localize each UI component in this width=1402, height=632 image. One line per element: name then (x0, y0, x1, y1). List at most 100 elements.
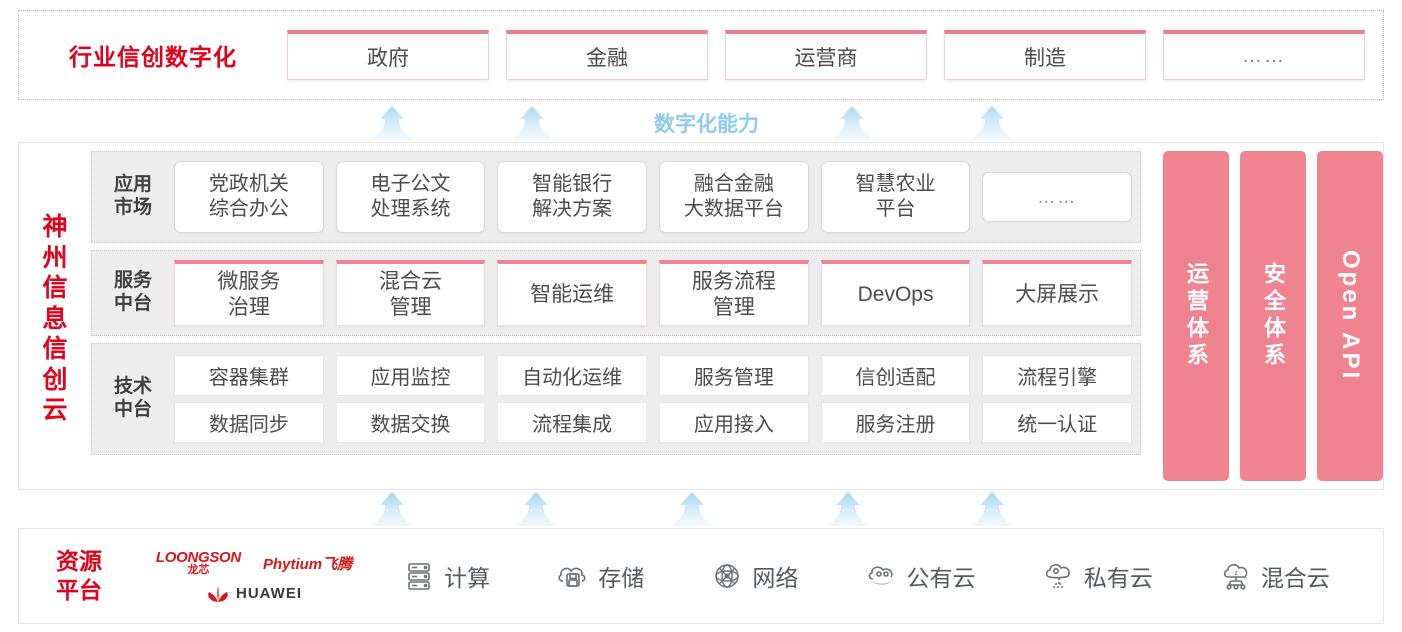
loongson-logo-cn: 龙芯 (187, 564, 210, 576)
layer-label-line: 中台 (113, 293, 152, 314)
pillar-operations-system[interactable]: 运营体系 (1163, 151, 1229, 481)
vendor-logo-row-2: HUAWEI (206, 585, 302, 602)
cell-line: 服务流程 (691, 269, 776, 293)
layer-label-technology-platform: 技术 中台 (92, 376, 174, 422)
cloud-title-char: 信 (42, 335, 68, 364)
cloud-title-char: 神 (42, 213, 68, 242)
tech-cell-automated-ops[interactable]: 自动化运维 (497, 355, 648, 396)
cloud-storage-icon (556, 559, 590, 593)
industry-card-telecom[interactable]: 运营商 (725, 30, 927, 80)
layer-application-market: 应用 市场 党政机关综合办公 电子公文处理系统 智能银行解决方案 (91, 151, 1141, 243)
cell-line: 管理 (389, 295, 432, 319)
resource-item-private-cloud[interactable]: 私有云 (1042, 559, 1153, 593)
cell-line: DevOps (857, 282, 934, 306)
up-arrow-icon (970, 492, 1014, 526)
service-cell-service-process-management[interactable]: 服务流程管理 (659, 260, 809, 326)
service-cell-hybrid-cloud-management[interactable]: 混合云管理 (335, 260, 486, 326)
tech-cell-unified-authentication[interactable]: 统一认证 (982, 402, 1133, 443)
svg-text:z: z (1234, 570, 1238, 577)
cell-line: 微服务 (217, 269, 281, 293)
app-cell-more[interactable]: …… (982, 172, 1133, 222)
resource-item-public-cloud[interactable]: 公有云 (865, 559, 976, 593)
service-platform-cells: 微服务治理 混合云管理 智能运维 服务流程管理 DevOps (174, 260, 1133, 326)
tech-cell-data-exchange[interactable]: 数据交换 (335, 402, 486, 443)
up-arrow-icon (514, 492, 558, 526)
resource-item-label: 私有云 (1083, 565, 1153, 591)
cell-line: 融合金融 (693, 173, 774, 195)
service-cell-dashboard-display[interactable]: 大屏展示 (982, 260, 1133, 326)
resource-item-compute[interactable]: 计算 (402, 559, 490, 593)
pillar-open-api[interactable]: Open API (1317, 151, 1383, 481)
technology-row-1: 容器集群 应用监控 自动化运维 服务管理 信创适配 流程引擎 (174, 355, 1133, 396)
vendor-logo-group: LOONGSON 龙芯 Phytium飞腾 (139, 550, 369, 602)
cell-line: 混合云 (379, 269, 442, 293)
resource-item-label: 网络 (752, 565, 799, 591)
phytium-logo: Phytium飞腾 (262, 555, 353, 573)
resource-item-storage[interactable]: 存储 (556, 559, 644, 593)
up-arrow-icon (830, 106, 874, 140)
tech-cell-process-engine[interactable]: 流程引擎 (982, 355, 1133, 396)
service-cell-intelligent-ops[interactable]: 智能运维 (497, 260, 648, 326)
tech-cell-service-management[interactable]: 服务管理 (659, 355, 809, 396)
capability-label: 数字化能力 (654, 113, 759, 136)
cell-line: 大数据平台 (683, 198, 784, 220)
public-cloud-icon (865, 559, 899, 593)
app-cell-smart-bank-solution[interactable]: 智能银行解决方案 (497, 161, 648, 233)
tech-cell-data-sync[interactable]: 数据同步 (174, 402, 324, 443)
huawei-logo: HUAWEI (206, 585, 302, 602)
tech-cell-application-access[interactable]: 应用接入 (659, 402, 809, 443)
cloud-title-char: 州 (42, 243, 68, 272)
cloud-title-char: 信 (42, 274, 68, 303)
industry-card-government[interactable]: 政府 (287, 30, 489, 80)
tech-cell-process-integration[interactable]: 流程集成 (497, 402, 648, 443)
technology-row-2: 数据同步 数据交换 流程集成 应用接入 服务注册 统一认证 (174, 402, 1133, 443)
resource-title-line: 资源 (56, 548, 102, 575)
layer-service-platform: 服务 中台 微服务治理 混合云管理 智能运维 (91, 250, 1141, 336)
service-cell-devops[interactable]: DevOps (820, 260, 971, 326)
service-cell-microservice-governance[interactable]: 微服务治理 (174, 260, 324, 326)
cell-line: 大屏展示 (1015, 282, 1100, 306)
app-cell-government-office[interactable]: 党政机关综合办公 (174, 161, 324, 233)
tech-cell-container-cluster[interactable]: 容器集群 (174, 355, 324, 396)
upward-arrows-top: 数字化能力 (18, 104, 1384, 140)
up-arrow-icon (510, 106, 554, 140)
cell-line: 治理 (227, 295, 270, 319)
cell-line: 处理系统 (370, 198, 451, 220)
cell-line: 智慧农业 (855, 173, 936, 195)
resource-item-network[interactable]: 网络 (710, 559, 798, 593)
tech-cell-application-monitoring[interactable]: 应用监控 (335, 355, 486, 396)
up-arrow-icon (370, 492, 414, 526)
huawei-logo-text: HUAWEI (236, 585, 302, 602)
loongson-logo-en: LOONGSON (155, 549, 241, 566)
tech-cell-xinchuang-adaptation[interactable]: 信创适配 (820, 355, 971, 396)
app-cell-smart-agriculture-platform[interactable]: 智慧农业平台 (820, 161, 971, 233)
up-arrow-icon (826, 492, 870, 526)
cloud-platform-title: 神 州 信 息 信 创 云 (19, 143, 91, 489)
application-market-cells: 党政机关综合办公 电子公文处理系统 智能银行解决方案 融合金融大数据平台 智慧农 (174, 161, 1133, 233)
resource-item-label: 公有云 (906, 565, 976, 591)
resource-item-hybrid-cloud[interactable]: z 混合云 (1219, 559, 1330, 593)
loongson-logo: LOONGSON 龙芯 (156, 550, 241, 576)
layer-label-line: 技术 (113, 376, 152, 398)
cloud-platform-panel: 神 州 信 息 信 创 云 应用 市场 党政机关综合办公 (18, 142, 1384, 490)
vendor-logo-row-1: LOONGSON 龙芯 Phytium飞腾 (156, 550, 352, 576)
resource-item-list: 计算 存储 (369, 559, 1383, 593)
cloud-title-char: 息 (42, 304, 68, 333)
cell-line: 党政机关 (208, 173, 289, 195)
pillar-security-system[interactable]: 安全体系 (1240, 151, 1306, 481)
industry-card-manufacturing[interactable]: 制造 (944, 30, 1146, 80)
technology-platform-cells: 容器集群 应用监控 自动化运维 服务管理 信创适配 流程引擎 数据同步 数据交换… (174, 355, 1133, 443)
resource-item-label: 计算 (444, 565, 491, 591)
resource-item-label: 混合云 (1260, 565, 1330, 591)
industry-card-finance[interactable]: 金融 (506, 30, 708, 80)
tech-cell-service-registry[interactable]: 服务注册 (820, 402, 971, 443)
industry-card-more[interactable]: …… (1163, 30, 1365, 80)
layer-label-line: 中台 (113, 399, 152, 420)
cell-line: 平台 (875, 198, 916, 220)
app-cell-e-document-system[interactable]: 电子公文处理系统 (335, 161, 486, 233)
resource-title-line: 平台 (56, 577, 102, 603)
private-cloud-icon (1042, 559, 1076, 593)
app-cell-finance-bigdata-platform[interactable]: 融合金融大数据平台 (659, 161, 809, 233)
resource-platform-band: 资源 平台 LOONGSON 龙芯 Phytium飞腾 (18, 528, 1384, 624)
